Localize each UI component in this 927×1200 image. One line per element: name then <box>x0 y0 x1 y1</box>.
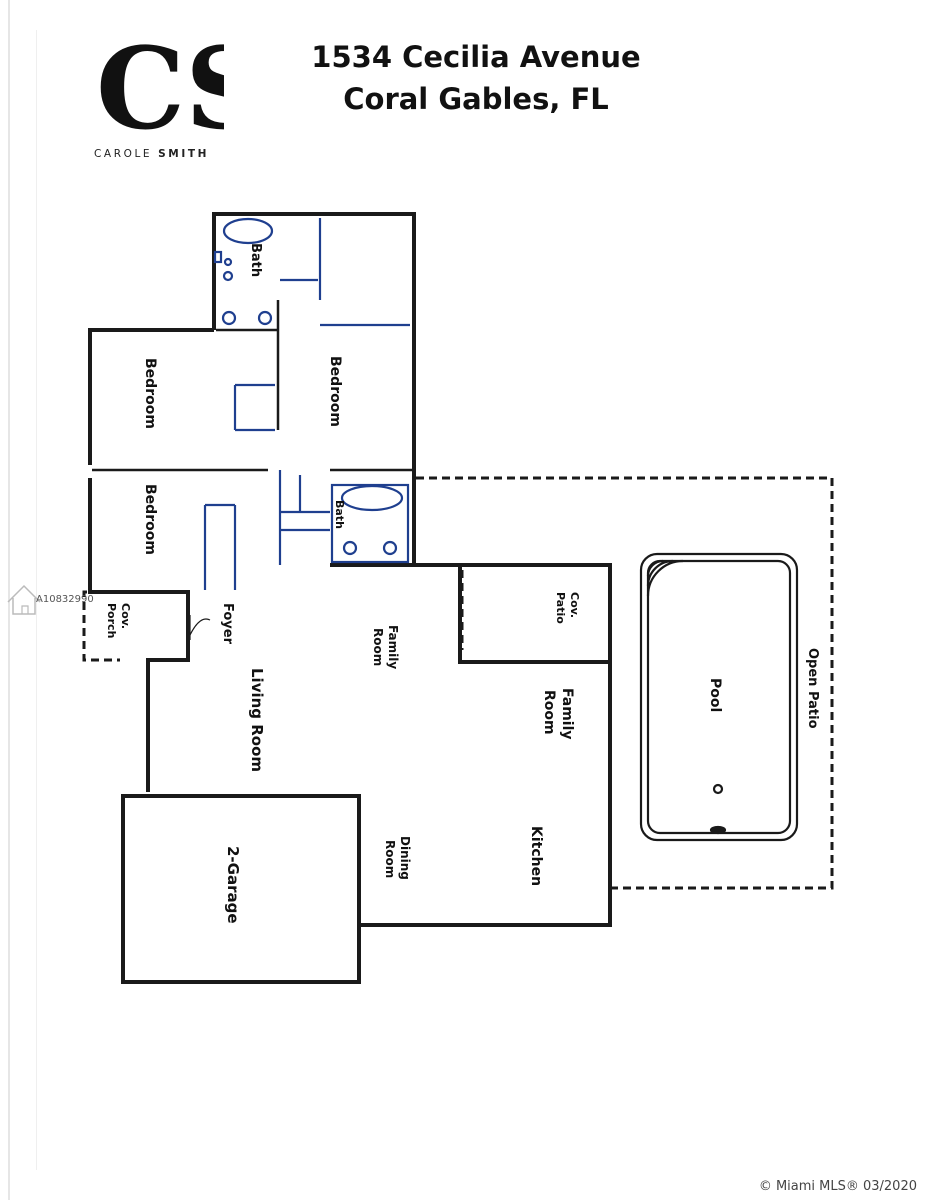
toilet-icon <box>213 250 223 264</box>
label-foyer: Foyer <box>220 603 235 645</box>
label-family-room-right-1: Family <box>559 688 575 740</box>
label-cov-patio-2: Patio <box>554 592 567 624</box>
brand-first-name: CAROLE <box>94 148 153 160</box>
carole-smith-logo: CS CAROLE SMITH <box>90 40 230 165</box>
wall-bath-top-block <box>212 212 416 565</box>
sink-icon <box>221 310 237 326</box>
cov-porch-outline <box>82 590 120 662</box>
pool <box>639 552 799 842</box>
address-street: 1534 Cecilia Avenue <box>311 40 641 74</box>
closets-fixtures <box>203 217 410 590</box>
brand-name: CAROLE SMITH <box>94 148 230 160</box>
pool-light-icon <box>709 825 727 835</box>
label-bedroom-left-bottom: Bedroom <box>142 484 158 555</box>
address-city: Coral Gables, FL <box>343 82 609 116</box>
sink-icon <box>382 540 398 556</box>
label-cov-porch-2: Porch <box>105 603 118 638</box>
sink-icon <box>342 540 358 556</box>
label-family-room-center-2: Room <box>371 628 385 666</box>
label-dining-room-2: Room <box>383 840 397 878</box>
dashed-outlines <box>82 476 834 890</box>
pool-steps <box>646 559 684 597</box>
sink-icon <box>222 270 234 282</box>
brand-last-name: SMITH <box>158 148 209 160</box>
label-bath-top: Bath <box>248 243 263 277</box>
sink-icon <box>223 257 233 267</box>
label-cov-porch-1: Cov. <box>119 603 132 629</box>
label-garage: 2-Garage <box>224 846 242 924</box>
label-dining-room-1: Dining <box>398 836 412 880</box>
scan-edge-inner <box>36 30 37 1170</box>
label-bedroom-right: Bedroom <box>327 356 343 427</box>
room-labels: Bath Bedroom Bedroom Bedroom Bath Cov. P… <box>105 243 820 924</box>
cs-monogram-text: CS <box>96 40 224 135</box>
wall-garage <box>121 794 361 984</box>
property-address: 1534 Cecilia Avenue Coral Gables, FL <box>300 36 652 120</box>
interior-walls <box>92 300 412 472</box>
label-bedroom-left-top: Bedroom <box>142 358 158 429</box>
pool-drain-icon <box>712 783 724 795</box>
label-living-room: Living Room <box>248 668 266 772</box>
label-family-room-center-1: Family <box>386 625 400 669</box>
mls-copyright: © Miami MLS® 03/2020 <box>758 1179 917 1194</box>
wall-west-lower <box>88 478 190 792</box>
house-outline-icon <box>7 584 41 615</box>
label-cov-patio-1: Cov. <box>568 592 581 618</box>
tub-icon <box>222 217 274 245</box>
label-bath-middle: Bath <box>333 500 346 529</box>
label-kitchen: Kitchen <box>528 826 544 886</box>
pool-outer <box>639 552 799 842</box>
label-open-patio: Open Patio <box>805 648 820 729</box>
label-pool: Pool <box>707 678 723 712</box>
open-patio-outline <box>416 476 834 890</box>
wall-east-living <box>360 662 612 927</box>
sink-icon <box>257 310 273 326</box>
wall-west-bedrooms <box>88 328 214 465</box>
tub-icon <box>340 484 404 512</box>
door-swing <box>189 615 211 640</box>
listing-id-watermark: A10832990 <box>36 594 94 605</box>
label-family-room-right-2: Room <box>541 690 557 735</box>
cs-monogram-logo: CS <box>96 40 224 135</box>
